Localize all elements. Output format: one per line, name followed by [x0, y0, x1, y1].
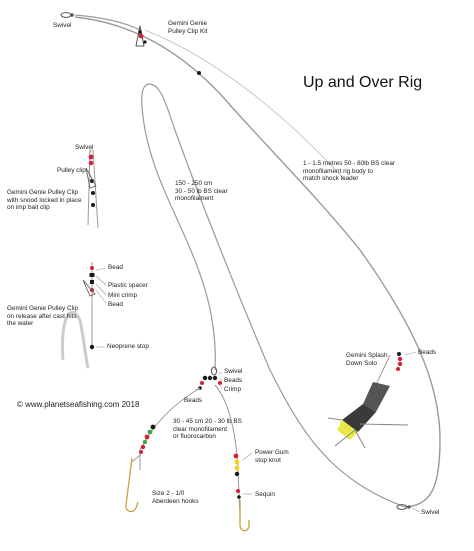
- diagram-title: Up and Over Rig: [303, 74, 423, 91]
- right-snood: [214, 384, 241, 516]
- label-snood-desc: 30 - 45 cm 20 - 30 lb BS clear monofilam…: [173, 418, 242, 441]
- left-hook-icon: [125, 457, 139, 513]
- label-lower-beads: Beads: [224, 377, 243, 384]
- copyright-notice: © www.planetseafishing.com 2018: [17, 400, 140, 409]
- lower-swivel-cluster: [198, 366, 222, 390]
- bottom-swivel-icon: [396, 504, 411, 510]
- label-crimp: Crimp: [224, 386, 242, 393]
- top-swivel-icon: [60, 12, 74, 18]
- right-hook-icon: [239, 500, 250, 532]
- label-power-gum: Power Gum stop knot: [255, 449, 289, 464]
- label-bead-1: Bead: [108, 264, 123, 271]
- label-sequin: Sequin: [255, 491, 275, 498]
- right-snood-beads: [233, 453, 241, 499]
- mainline-bead: [197, 71, 201, 75]
- rig-body-line: [141, 83, 406, 508]
- left-snood-beads: [139, 424, 156, 454]
- label-swivel-top: Swivel: [53, 22, 72, 29]
- clip-release-illustration: [60, 262, 96, 369]
- label-clip-release-desc: Gemini Genie Pulley Clip on release afte…: [7, 305, 79, 328]
- mainline: [74, 16, 441, 508]
- label-gemini-genie-kit: Gemini Genie Pulley Clip Kit: [168, 20, 208, 35]
- label-lower-swivel: Swivel: [224, 368, 243, 375]
- label-mini-crimp: Mini crimp: [108, 292, 138, 299]
- label-hooks: Size 2 - 1/0 Aberdeen hooks: [152, 490, 199, 505]
- label-clip-swivel: Swivel: [75, 144, 94, 151]
- label-clip-locked-desc: Gemini Genie Pulley Clip with snood lock…: [7, 189, 82, 212]
- label-swivel-bottom: Swivel: [421, 509, 440, 516]
- left-snood: [139, 387, 201, 470]
- left-hook-line: [131, 454, 141, 463]
- label-bead-2: Bead: [108, 301, 123, 308]
- leader-lines: [84, 148, 421, 513]
- label-plastic-spacer: Plastic spacer: [108, 282, 148, 289]
- shock-leader: [144, 29, 346, 181]
- label-beads-right: Beads: [418, 349, 437, 356]
- label-beads-left: Beads: [184, 397, 203, 404]
- label-splash-down: Gemini Splash Down Solo: [346, 352, 388, 367]
- splash-down-lead-icon: [327, 352, 409, 449]
- label-pulley-clip: Pulley clip: [57, 167, 86, 174]
- clip-line: [74, 14, 141, 31]
- label-neoprene-stop: Neoprene stop: [107, 343, 149, 350]
- clip-locked-illustration: [85, 149, 99, 229]
- label-rig-length-desc: 150 - 250 cm 30 - 50 lb BS clear monofil…: [175, 180, 228, 203]
- label-mainline-desc: 1 - 1.5 metres 50 - 80lb BS clear monofi…: [303, 160, 395, 183]
- pulley-clip-kit-icon: [135, 25, 147, 47]
